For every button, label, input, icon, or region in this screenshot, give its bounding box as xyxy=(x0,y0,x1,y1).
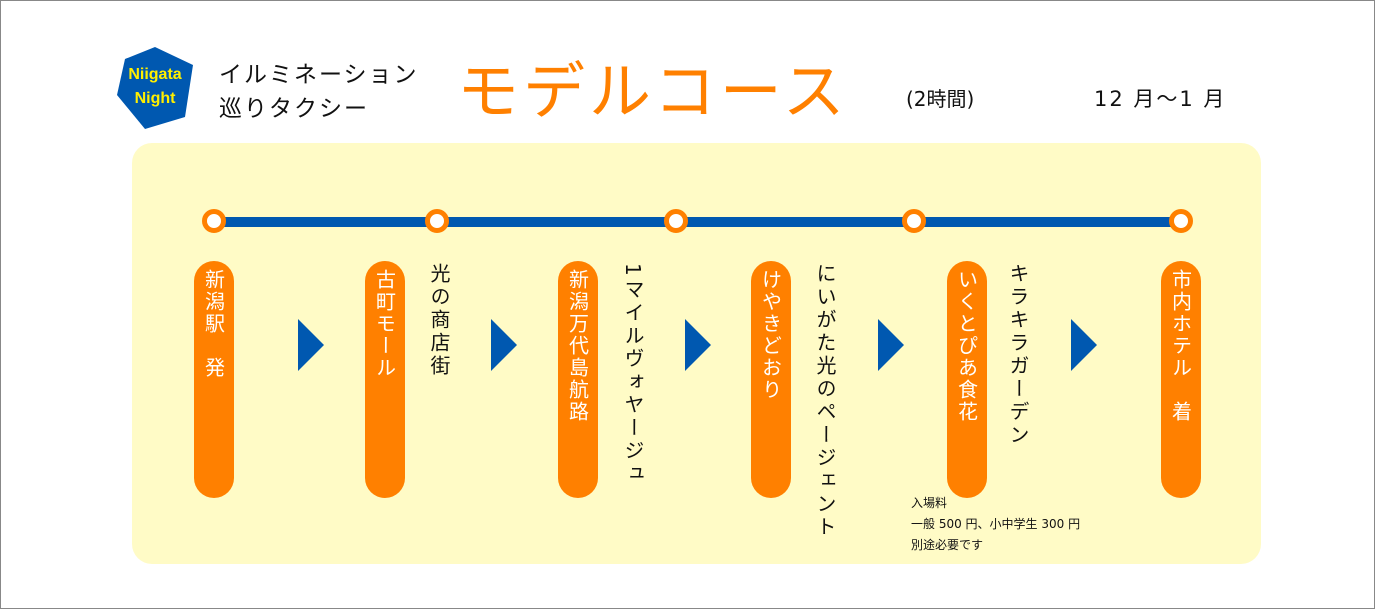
spot-furumachi: 光の商店街 xyxy=(427,263,451,378)
spot-bandai: 1マイルヴォヤージュ xyxy=(621,263,645,486)
route-dot xyxy=(202,209,226,233)
admission-note: 入場料 一般 500 円、小中学生 300 円 別途必要です xyxy=(911,493,1080,556)
stop-end: 市内ホテル 着 xyxy=(1161,261,1201,498)
stop-bandai: 新潟万代島航路 xyxy=(558,261,598,498)
route-dot xyxy=(902,209,926,233)
arrow-right-icon xyxy=(1071,319,1097,371)
duration: (2時間) xyxy=(906,87,975,111)
stop-keyaki: けやきどおり xyxy=(751,261,791,498)
note-line3: 別途必要です xyxy=(911,538,984,552)
period: 12 月～1 月 xyxy=(1094,87,1227,111)
stop-start: 新潟駅 発 xyxy=(194,261,234,498)
stop-furumachi: 古町モール xyxy=(365,261,405,498)
arrow-right-icon xyxy=(491,319,517,371)
subtitle-line2: 巡りタクシー xyxy=(219,96,369,122)
page-title: モデルコース xyxy=(457,55,849,128)
arrow-right-icon xyxy=(685,319,711,371)
note-line1: 入場料 xyxy=(911,496,948,510)
arrow-right-icon xyxy=(298,319,324,371)
niigata-night-logo xyxy=(117,47,193,129)
logo-line2: Night xyxy=(134,90,176,107)
route-dot xyxy=(664,209,688,233)
stop-ikutopia: いくとぴあ食花 xyxy=(947,261,987,498)
route-dot xyxy=(1169,209,1193,233)
spot-ikutopia: キラキラガーデン xyxy=(1006,263,1030,447)
note-line2: 一般 500 円、小中学生 300 円 xyxy=(911,517,1081,531)
route-line xyxy=(214,217,1181,227)
spot-keyaki: にいがた光のページェント xyxy=(813,263,837,539)
route-dot xyxy=(425,209,449,233)
logo-line1: Niigata xyxy=(128,66,182,83)
subtitle-line1: イルミネーション xyxy=(219,62,419,88)
arrow-right-icon xyxy=(878,319,904,371)
